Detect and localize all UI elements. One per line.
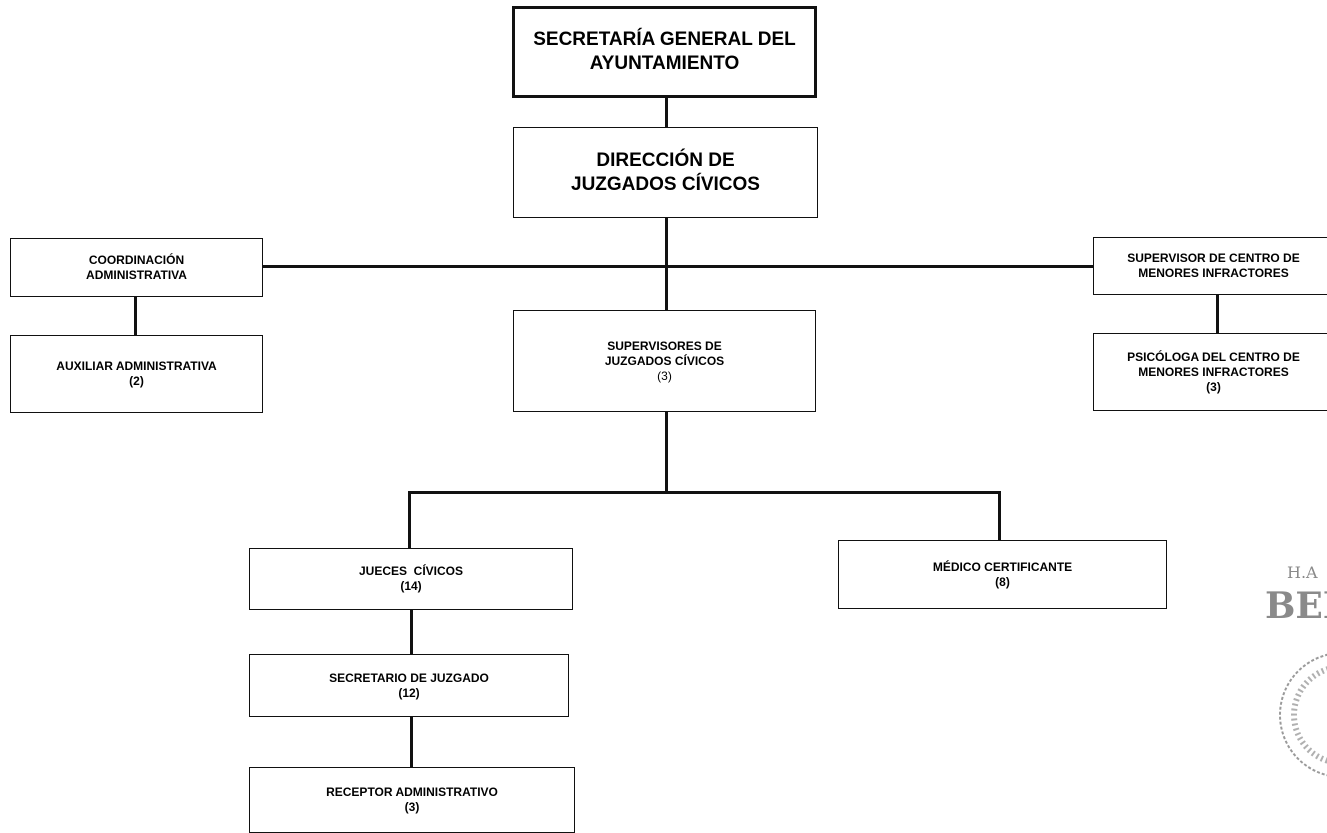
supervisores-juzgados-count: (3) <box>657 368 672 383</box>
auxiliar-administrativa-count: (2) <box>129 374 144 388</box>
secretario-juzgado-count: (12) <box>398 685 420 700</box>
connector-root-direccion <box>665 97 668 127</box>
connector-horizontal-top <box>262 265 1094 268</box>
receptor-administrativo-box: RECEPTOR ADMINISTRATIVO (3) <box>249 767 575 833</box>
seal-graphic: H.A BEN <box>1265 563 1327 777</box>
supervisor-centro-title: SUPERVISOR DE CENTRO DE MENORES INFRACTO… <box>1127 251 1300 280</box>
coordinacion-administrativa-title: COORDINACIÓN ADMINISTRATIVA <box>86 252 187 282</box>
psicologa-centro-title: PSICÓLOGA DEL CENTRO DE MENORES INFRACTO… <box>1127 349 1300 379</box>
coordinacion-administrativa-box: COORDINACIÓN ADMINISTRATIVA <box>10 238 263 297</box>
connector-secretario-receptor <box>410 716 413 768</box>
medico-certificante-title: MÉDICO CERTIFICANTE <box>932 559 1073 574</box>
seal-text-line2: BEN <box>1265 585 1327 627</box>
secretaria-general-title: SECRETARÍA GENERAL DEL AYUNTAMIENTO <box>533 29 796 74</box>
receptor-administrativo-title: RECEPTOR ADMINISTRATIVO <box>326 785 498 799</box>
supervisores-juzgados-box: SUPERVISORES DE JUZGADOS CÍVICOS (3) <box>513 310 816 412</box>
seal-text-line1: H.A <box>1287 563 1318 582</box>
connector-direccion-down <box>665 217 668 311</box>
receptor-administrativo-count: (3) <box>404 800 420 814</box>
secretaria-general-box: SECRETARÍA GENERAL DEL AYUNTAMIENTO <box>512 6 817 98</box>
connector-coord-aux <box>134 296 137 336</box>
direccion-juzgados-box: DIRECCIÓN DE JUZGADOS CÍVICOS <box>513 127 818 218</box>
jueces-civicos-title: JUECES CÍVICOS <box>358 564 464 578</box>
psicologa-centro-count: (3) <box>1206 379 1221 394</box>
medico-certificante-count: (8) <box>995 574 1010 589</box>
direccion-juzgados-title: DIRECCIÓN DE JUZGADOS CÍVICOS <box>571 149 760 195</box>
auxiliar-administrativa-box: AUXILIAR ADMINISTRATIVA (2) <box>10 335 263 413</box>
supervisores-juzgados-title: SUPERVISORES DE JUZGADOS CÍVICOS <box>604 338 725 368</box>
connector-horizontal-bottom <box>408 491 1000 494</box>
psicologa-centro-box: PSICÓLOGA DEL CENTRO DE MENORES INFRACTO… <box>1093 333 1327 411</box>
supervisor-centro-box: SUPERVISOR DE CENTRO DE MENORES INFRACTO… <box>1093 237 1327 295</box>
auxiliar-administrativa-title: AUXILIAR ADMINISTRATIVA <box>56 359 217 373</box>
connector-to-medico <box>998 491 1001 541</box>
seal-inner-ring <box>1291 666 1327 764</box>
jueces-civicos-count: (14) <box>400 579 422 593</box>
connector-to-jueces <box>408 491 411 549</box>
connector-jueces-secretario <box>410 609 413 655</box>
official-seal: H.A BEN <box>1227 550 1327 790</box>
jueces-civicos-box: JUECES CÍVICOS (14) <box>249 548 573 610</box>
seal-ring <box>1279 653 1327 777</box>
medico-certificante-box: MÉDICO CERTIFICANTE (8) <box>838 540 1167 609</box>
secretario-juzgado-title: SECRETARIO DE JUZGADO <box>329 670 489 685</box>
connector-supcentro-psico <box>1216 294 1219 334</box>
secretario-juzgado-box: SECRETARIO DE JUZGADO (12) <box>249 654 569 717</box>
connector-supervisores-down <box>665 411 668 493</box>
